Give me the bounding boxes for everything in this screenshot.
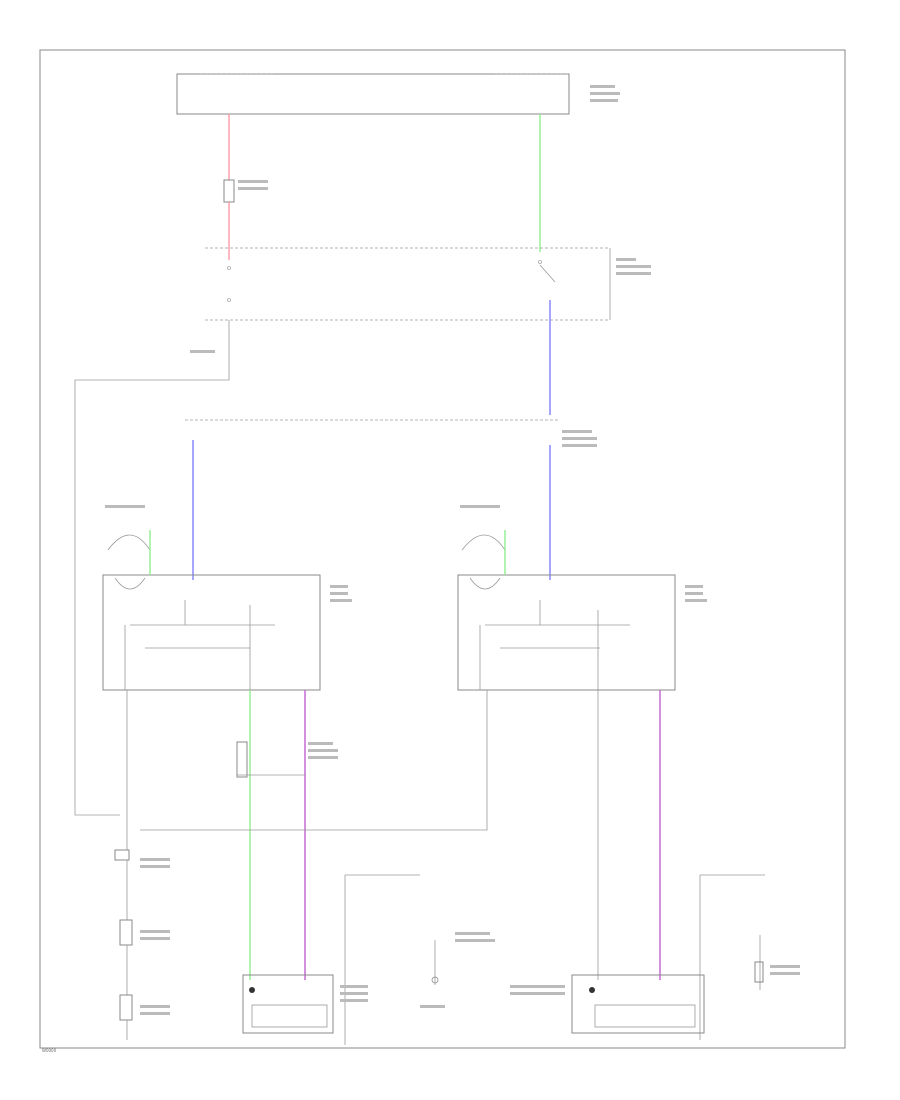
diagram-id: W0000 bbox=[42, 1048, 57, 1053]
left-heater-switch-unit bbox=[102, 530, 321, 691]
right-ground bbox=[699, 874, 765, 1040]
right-seat-heater bbox=[571, 974, 705, 1034]
component-label-marks bbox=[105, 85, 800, 1015]
connector-middle bbox=[236, 741, 248, 778]
wire-gray-left-trunk bbox=[74, 320, 230, 816]
diagram-frame bbox=[39, 49, 846, 1049]
left-ground-chain bbox=[114, 849, 133, 1040]
middle-ground bbox=[344, 874, 439, 1045]
fuse-box bbox=[176, 73, 570, 115]
fuse-left bbox=[223, 179, 235, 203]
wire-gray-cross bbox=[140, 690, 488, 831]
left-seat-heater bbox=[242, 974, 334, 1034]
relay-box bbox=[205, 247, 611, 321]
right-heater-switch-unit bbox=[457, 530, 676, 691]
